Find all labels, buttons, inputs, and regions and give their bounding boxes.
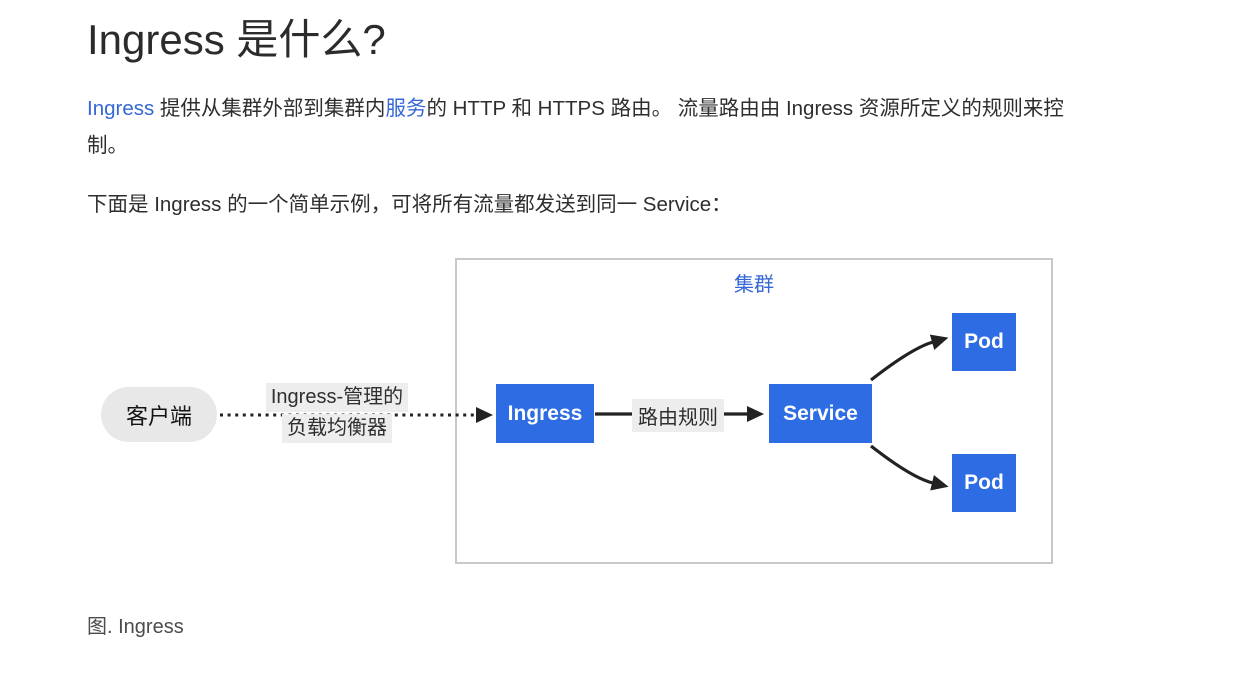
client-node: 客户端 xyxy=(101,387,217,442)
pod-node-bottom: Pod xyxy=(952,454,1016,512)
pod-node-top: Pod xyxy=(952,313,1016,371)
example-intro-paragraph: 下面是 Ingress 的一个简单示例，可将所有流量都发送到同一 Service… xyxy=(87,193,732,216)
intro-text-1: 提供从集群外部到集群内 xyxy=(154,97,386,120)
ingress-link[interactable]: Ingress xyxy=(87,97,155,120)
service-link[interactable]: 服务 xyxy=(385,97,427,120)
load-balancer-label: Ingress-管理的 负载均衡器 xyxy=(242,383,432,445)
load-balancer-label-line2: 负载均衡器 xyxy=(282,414,392,443)
intro-paragraph: Ingress 提供从集群外部到集群内服务的 HTTP 和 HTTPS 路由。 … xyxy=(87,90,1077,164)
figure-caption: 图. Ingress xyxy=(87,616,184,638)
load-balancer-label-line1: Ingress-管理的 xyxy=(265,383,409,412)
route-rules-label: 路由规则 xyxy=(632,399,724,432)
cluster-label: 集群 xyxy=(734,274,774,296)
intro-text-2: 的 HTTP 和 HTTPS 路由。 流量路由由 Ingress 资源所定义的规… xyxy=(87,97,1064,157)
ingress-node: Ingress xyxy=(496,384,594,443)
page-title: Ingress 是什么? xyxy=(87,16,386,63)
service-node: Service xyxy=(769,384,872,443)
